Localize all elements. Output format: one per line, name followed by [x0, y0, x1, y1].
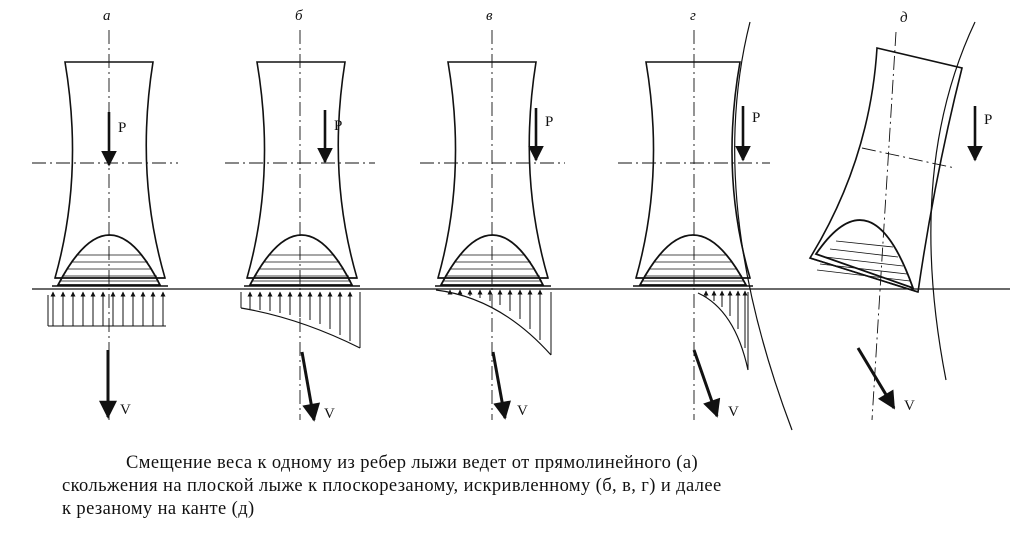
velocity-label: V — [517, 403, 528, 419]
caption-line-3: к резаному на канте (д) — [62, 499, 255, 519]
figure-caption: Смещение веса к одному из ребер лыжи вед… — [62, 452, 992, 521]
panel-label: г — [690, 8, 696, 24]
pressure-distribution — [439, 234, 545, 286]
velocity-arrow — [300, 351, 321, 422]
panel-a: а P V — [32, 8, 178, 420]
pressure-distribution — [248, 234, 354, 286]
panel-b: б P V — [225, 8, 375, 422]
panel-d: д P V — [808, 10, 992, 421]
velocity-label: V — [324, 406, 335, 422]
panel-g: г P V — [618, 8, 793, 431]
panel-label: в — [486, 8, 493, 24]
reaction-arrows — [447, 289, 543, 340]
panel-label: б — [295, 8, 303, 24]
weight-label: P — [752, 110, 760, 126]
reaction-arrows — [247, 291, 353, 341]
velocity-arrow — [692, 349, 721, 418]
caption-line-2: скольжения на плоской лыже к плоскорезан… — [62, 476, 722, 496]
velocity-arrow — [491, 351, 511, 420]
ski-outline — [53, 61, 167, 279]
velocity-label: V — [120, 402, 131, 418]
pressure-distribution — [814, 219, 915, 290]
weight-label: P — [118, 120, 126, 136]
pressure-hatch — [60, 254, 159, 282]
reaction-arrows — [703, 290, 748, 348]
velocity-arrow — [856, 347, 896, 410]
ski-diagram: а P V б — [32, 8, 1010, 431]
panel-label: д — [900, 10, 908, 26]
weight-label: P — [334, 118, 342, 134]
pressure-distribution — [638, 234, 748, 286]
panel-v: в P V — [420, 8, 565, 420]
ski-outline — [634, 61, 752, 279]
ski-outline — [245, 61, 359, 279]
panel-label: а — [103, 8, 111, 24]
pressure-distribution — [56, 234, 162, 286]
caption-line-1: Смещение веса к одному из ребер лыжи вед… — [126, 453, 699, 473]
edge-track-curve — [734, 21, 793, 431]
velocity-label: V — [904, 398, 915, 414]
weight-label: P — [545, 114, 553, 130]
reaction-arrows — [50, 291, 166, 326]
ski-outline — [436, 61, 550, 279]
edge-track-curve — [930, 21, 976, 381]
velocity-label: V — [728, 404, 739, 420]
weight-label: P — [984, 112, 992, 128]
